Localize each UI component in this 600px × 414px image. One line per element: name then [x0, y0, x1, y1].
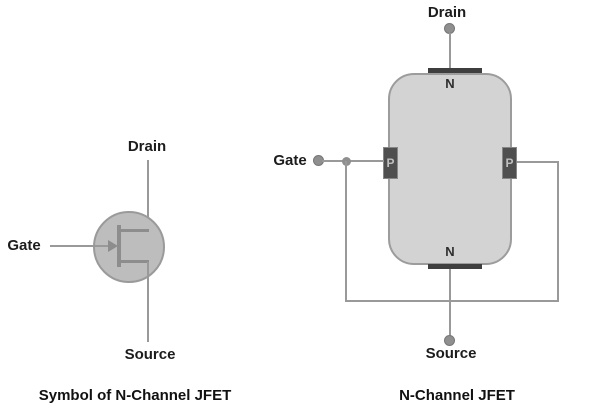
structure-caption: N-Channel JFET: [399, 387, 515, 404]
transistor-circle: [93, 211, 165, 283]
gate-loop-top-right-wire: [517, 161, 559, 163]
drain-lead-line: [449, 33, 451, 69]
gate-lead-line: [322, 160, 384, 162]
drain-contact-bar: [428, 68, 482, 73]
channel-body: [388, 73, 512, 265]
gate-loop-left-wire: [345, 161, 347, 301]
source-contact-bar: [428, 264, 482, 269]
structure-source-label: Source: [425, 345, 477, 362]
symbol-caption: Symbol of N-Channel JFET: [38, 387, 232, 404]
right-p-gate-region: P: [502, 147, 517, 179]
left-p-gate-region: P: [383, 147, 398, 179]
gate-loop-bottom-wire: [345, 300, 559, 302]
symbol-gate-label: Gate: [7, 237, 41, 254]
source-lead-line: [449, 269, 451, 336]
jfet-structure-figure: Drain N N P P Gate Source N-Channel JFET: [273, 0, 600, 414]
structure-gate-label: Gate: [273, 152, 307, 169]
symbol-drain-connector: [120, 229, 149, 232]
jfet-symbol-figure: Drain Gate Source Symbol of N-Channel JF…: [0, 0, 290, 414]
gate-arrowhead-icon: [108, 240, 118, 252]
symbol-gate-lead-line: [50, 245, 110, 247]
symbol-source-lead-line: [147, 262, 149, 342]
symbol-drain-label: Drain: [127, 138, 167, 155]
symbol-source-connector: [120, 260, 149, 263]
left-p-region-label: P: [386, 156, 395, 170]
symbol-drain-lead-line: [147, 160, 149, 232]
symbol-source-label: Source: [124, 346, 176, 363]
right-p-region-label: P: [505, 156, 514, 170]
bottom-n-region-label: N: [445, 244, 455, 259]
structure-drain-label: Drain: [427, 4, 467, 21]
source-terminal-dot: [444, 335, 455, 346]
top-n-region-label: N: [445, 76, 455, 91]
gate-loop-right-wire: [557, 162, 559, 302]
symbol-gate-bar: [117, 225, 121, 267]
